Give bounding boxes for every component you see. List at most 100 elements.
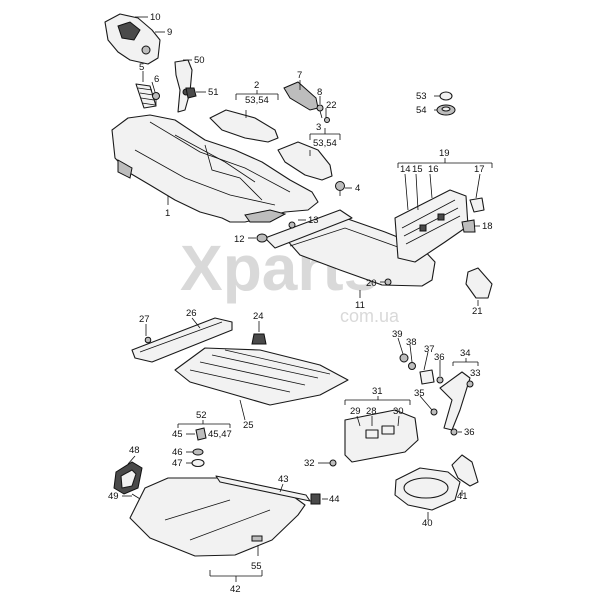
callout-2[interactable]: 2: [254, 80, 259, 91]
callout-34[interactable]: 34: [460, 348, 471, 359]
callout-6[interactable]: 6: [154, 74, 159, 85]
callout-53[interactable]: 53: [416, 91, 427, 102]
screw-8: [316, 104, 324, 119]
callout-3-sub[interactable]: 53,54: [313, 138, 337, 149]
callout-1[interactable]: 1: [165, 208, 170, 219]
insulation-3: [277, 141, 333, 181]
bolt-6: [152, 92, 160, 106]
washer-53: [439, 91, 453, 101]
rail-26: [131, 317, 233, 363]
fastener-45: [195, 427, 207, 441]
callout-46[interactable]: 46: [172, 447, 183, 458]
callout-30[interactable]: 30: [393, 406, 404, 417]
callouts: 10 9 5 6 50 51 2 53,54 7 8 22 3 53,54 4 …: [108, 12, 493, 595]
callout-28[interactable]: 28: [366, 406, 377, 417]
callout-20[interactable]: 20: [366, 278, 377, 289]
bracket-10: [104, 13, 161, 65]
callout-37[interactable]: 37: [424, 344, 435, 355]
tray-40: [394, 467, 461, 511]
callout-41[interactable]: 41: [457, 491, 468, 502]
callout-8[interactable]: 8: [317, 87, 322, 98]
callout-21[interactable]: 21: [472, 306, 483, 317]
callout-14[interactable]: 14: [400, 164, 411, 175]
handle-48: [113, 461, 143, 495]
latch-18: [461, 219, 476, 233]
callout-39[interactable]: 39: [392, 329, 403, 340]
callout-45-sub[interactable]: 45,47: [208, 429, 232, 440]
callout-45[interactable]: 45: [172, 429, 183, 440]
callout-26[interactable]: 26: [186, 308, 197, 319]
callout-50[interactable]: 50: [194, 55, 205, 66]
watermark-domain: com.ua: [340, 306, 400, 326]
callout-38[interactable]: 38: [406, 337, 417, 348]
callout-32[interactable]: 32: [304, 458, 315, 469]
floor-pan-1: [111, 114, 319, 223]
callout-25[interactable]: 25: [243, 420, 254, 431]
cover-41: [451, 454, 479, 487]
callout-19[interactable]: 19: [439, 148, 450, 159]
callout-9[interactable]: 9: [167, 27, 172, 38]
insulation-2: [209, 109, 279, 143]
callout-47[interactable]: 47: [172, 458, 183, 469]
callout-24[interactable]: 24: [253, 311, 264, 322]
callout-42[interactable]: 42: [230, 584, 241, 595]
callout-33[interactable]: 33: [470, 368, 481, 379]
clip-24: [251, 333, 267, 345]
clip-4: [335, 181, 345, 196]
callout-55[interactable]: 55: [251, 561, 262, 572]
callout-54[interactable]: 54: [416, 105, 427, 116]
callout-11[interactable]: 11: [355, 300, 365, 311]
floor-board-25: [174, 347, 349, 406]
callout-17[interactable]: 17: [474, 164, 485, 175]
callout-12[interactable]: 12: [234, 234, 245, 245]
screw-20: [384, 278, 392, 286]
bolt-12: [256, 233, 268, 243]
callout-51[interactable]: 51: [208, 87, 219, 98]
washer-47: [191, 458, 205, 468]
callout-29[interactable]: 29: [350, 406, 361, 417]
callout-2-sub[interactable]: 53,54: [245, 95, 269, 106]
callout-4[interactable]: 4: [355, 183, 360, 194]
lock-carrier-19: [394, 189, 469, 263]
screw-22: [324, 117, 330, 123]
bracket-34: [439, 371, 471, 431]
callout-44[interactable]: 44: [329, 494, 340, 505]
trim-panel-11: [264, 209, 436, 287]
callout-35[interactable]: 35: [414, 388, 425, 399]
leader-lines: [122, 16, 493, 582]
bracket-7: [283, 81, 319, 111]
callout-18[interactable]: 18: [482, 221, 493, 232]
callout-5[interactable]: 5: [139, 62, 144, 73]
callout-36b[interactable]: 36: [464, 427, 475, 438]
strip-43: [215, 475, 311, 502]
screw-13: [288, 221, 296, 229]
clip-44: [310, 493, 321, 505]
callout-3[interactable]: 3: [316, 122, 321, 133]
callout-31[interactable]: 31: [372, 386, 383, 397]
callout-22[interactable]: 22: [326, 100, 337, 111]
cover-21: [465, 267, 493, 299]
panel-31: [344, 409, 419, 463]
callout-15[interactable]: 15: [412, 164, 423, 175]
nut-33: [466, 380, 474, 388]
callout-40[interactable]: 40: [422, 518, 433, 529]
bracket-17: [469, 197, 485, 213]
callout-52[interactable]: 52: [196, 410, 207, 421]
screw-32: [329, 459, 337, 467]
screw-27: [144, 336, 152, 344]
callout-16[interactable]: 16: [428, 164, 439, 175]
washer-46: [192, 448, 204, 456]
callout-7[interactable]: 7: [297, 70, 302, 81]
callout-48[interactable]: 48: [129, 445, 140, 456]
callout-49[interactable]: 49: [108, 491, 119, 502]
bracket-50: [174, 59, 193, 113]
callout-27[interactable]: 27: [139, 314, 150, 325]
callout-10[interactable]: 10: [150, 12, 161, 23]
callout-36a[interactable]: 36: [434, 352, 445, 363]
callout-43[interactable]: 43: [278, 474, 289, 485]
grommet-54: [436, 104, 456, 116]
callout-13[interactable]: 13: [308, 215, 319, 226]
grip-55: [251, 535, 263, 542]
parts-35-39: [399, 353, 458, 436]
